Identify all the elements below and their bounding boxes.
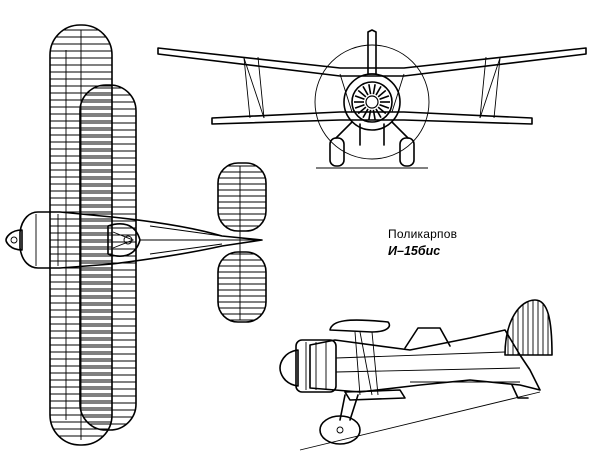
cylinder-line: [375, 108, 382, 118]
plan-lower-wing: [79, 84, 137, 431]
side-spinner: [279, 349, 299, 387]
aircraft-model: И–15бис: [388, 244, 441, 258]
side-landing-gear: [299, 384, 541, 451]
plan-fuselage: [19, 211, 263, 269]
plan-tailplane: [217, 162, 267, 323]
front-landing-gear: [316, 121, 428, 169]
cylinder-line: [377, 106, 387, 115]
front-propeller-disc: [314, 44, 430, 160]
plan-lower-wing-ribs: [80, 87, 136, 425]
cylinder-line: [354, 95, 365, 101]
cylinder-line: [379, 95, 390, 101]
cylinder-line: [368, 84, 372, 95]
cylinder-line: [354, 103, 365, 109]
side-upper-wing: [329, 319, 391, 333]
side-cockpit: [404, 327, 451, 349]
cylinder-line: [357, 106, 367, 115]
aircraft-caption: Поликарпов И–15бис: [388, 226, 457, 260]
cylinder-line: [377, 89, 387, 98]
designer-name: Поликарпов: [388, 227, 458, 241]
cylinder-line: [372, 84, 376, 95]
front-view: [157, 29, 587, 169]
side-view: [279, 299, 553, 451]
side-lower-wing: [344, 389, 406, 401]
cylinder-line: [368, 109, 372, 120]
plan-upper-wing: [49, 24, 113, 446]
cylinder-line: [372, 109, 376, 120]
plan-view: [5, 24, 267, 446]
side-tail: [504, 299, 553, 356]
cylinder-line: [357, 89, 367, 98]
plan-spinner: [5, 229, 23, 251]
cylinder-line: [375, 86, 382, 96]
cylinder-line: [362, 86, 369, 96]
cylinder-line: [379, 103, 390, 109]
cylinder-line: [362, 108, 369, 118]
front-lower-wing: [211, 111, 533, 125]
front-fin: [367, 29, 377, 75]
front-upper-wing: [157, 47, 587, 77]
side-engine: [295, 339, 337, 393]
